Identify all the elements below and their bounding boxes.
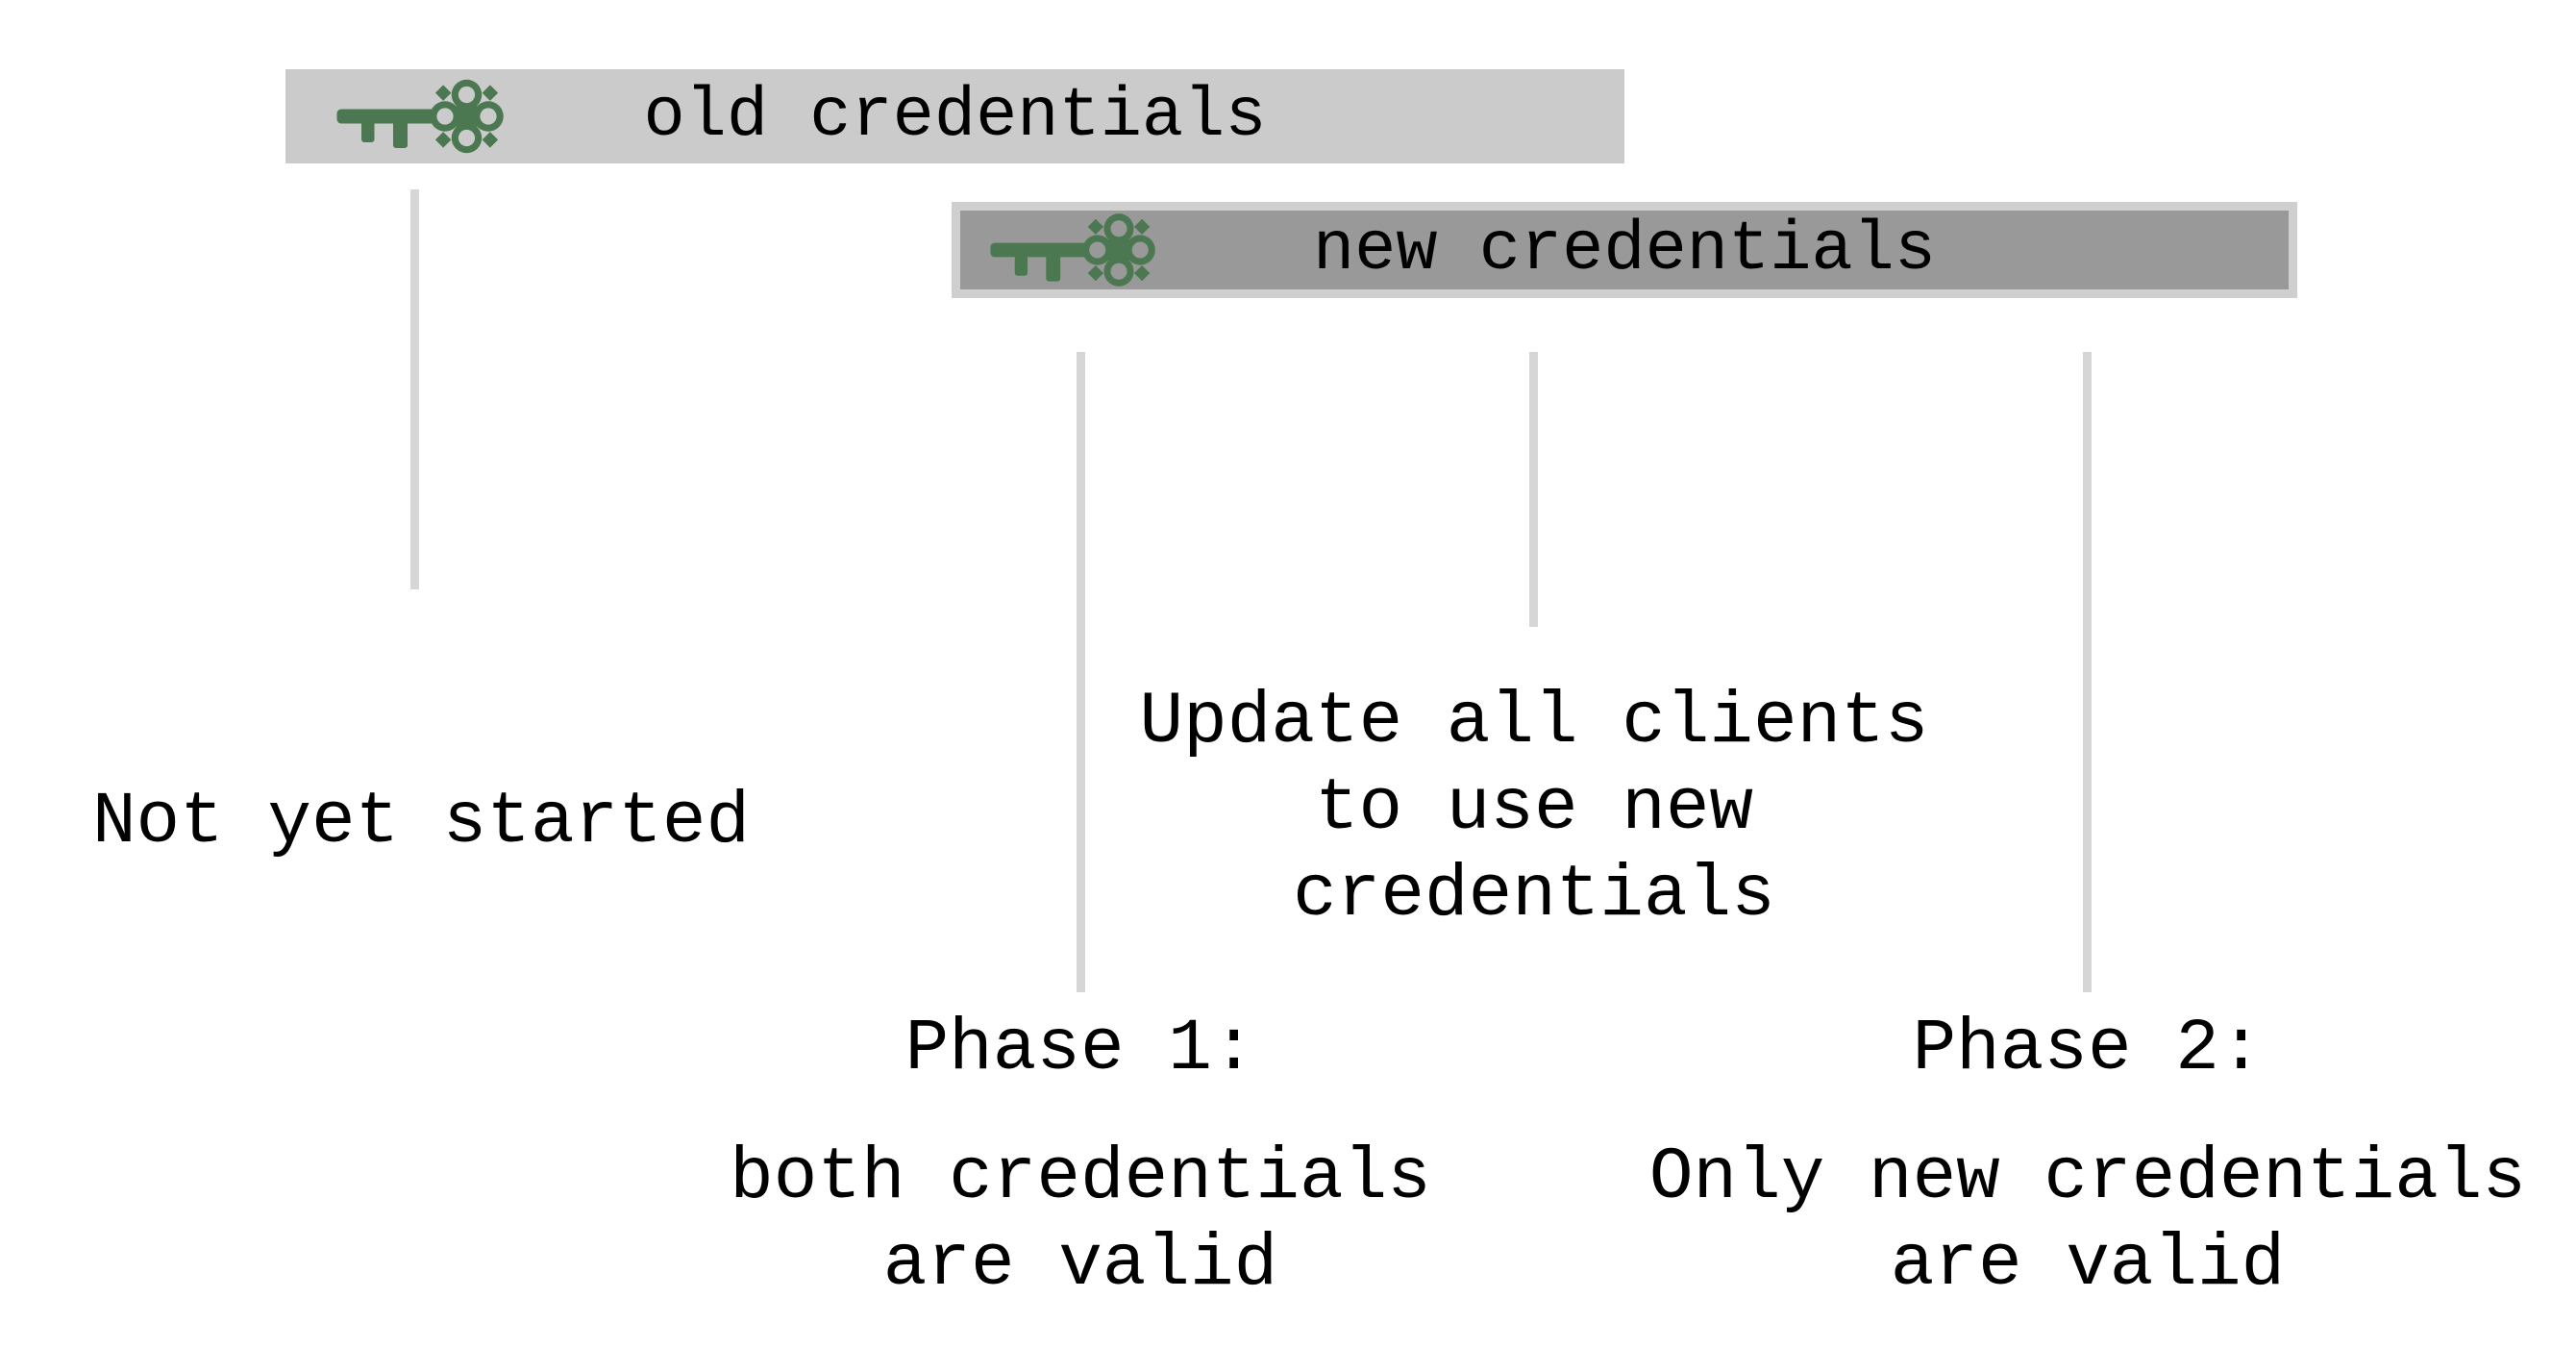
tick-line-phase2 <box>2083 352 2092 992</box>
note-line: both credentials <box>730 1136 1431 1219</box>
spacer <box>730 1092 1431 1135</box>
note-not-yet-started: Not yet started <box>92 779 750 865</box>
note-phase2: Phase 2: Only new credentials are valid <box>1649 1006 2526 1308</box>
tick-line-phase1 <box>1077 352 1085 992</box>
note-line: Only new credentials <box>1648 1136 2527 1219</box>
phase2-title: Phase 2: <box>1912 1008 2264 1090</box>
tick-line-update-clients <box>1529 352 1538 627</box>
new-credentials-label: new credentials <box>1312 211 1937 289</box>
note-phase1: Phase 1: both credentials are valid <box>730 1006 1431 1308</box>
note-line: Update all clients <box>1139 681 1929 763</box>
note-line: are valid <box>882 1223 1278 1306</box>
old-credentials-label: old credentials <box>643 77 1267 156</box>
key-icon <box>336 79 504 154</box>
phase1-title: Phase 1: <box>904 1008 1256 1090</box>
note-update-clients: Update all clients to use new credential… <box>1140 679 1929 938</box>
note-line: Not yet started <box>91 781 751 863</box>
spacer <box>1649 1092 2526 1135</box>
old-credentials-bar: old credentials <box>285 69 1624 163</box>
note-line: credentials <box>1293 854 1775 936</box>
new-credentials-bar: new credentials <box>952 202 2297 298</box>
note-line: are valid <box>1890 1223 2286 1306</box>
note-line: to use new <box>1314 767 1754 850</box>
tick-line-not-yet-started <box>410 189 419 589</box>
key-icon <box>990 213 1155 287</box>
